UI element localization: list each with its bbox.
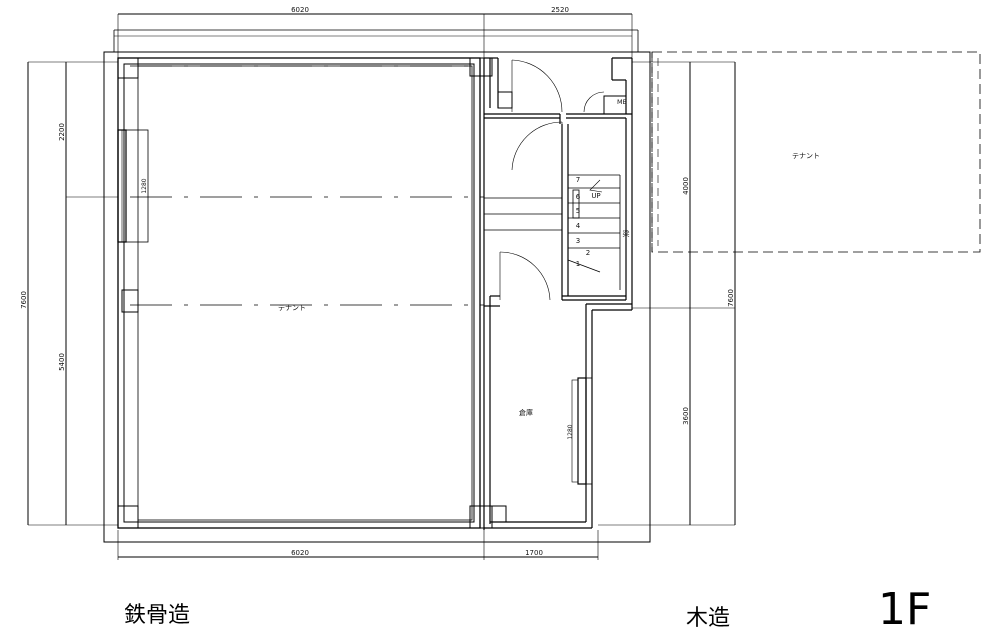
stair-step: 5 [576,207,580,215]
annex-tenant-outline [651,51,981,253]
dim-top-right: 2520 [551,6,569,14]
steel-tenant-wall-outer [117,57,481,529]
room-label-tenant-main: テナント [278,304,306,312]
steel-tenant-wall-inner [123,63,475,523]
window-width-right: 1280 [567,424,574,439]
stair-step: 2 [586,249,590,257]
floor-label: 1F [878,584,931,634]
stair-up-label: UP [591,192,600,200]
window-width-left: 1280 [141,178,148,193]
dim-right-upper: 4000 [682,177,690,195]
stair-step: 6 [576,193,581,201]
dim-right-lower: 3600 [682,407,690,425]
dim-bottom-left: 6020 [291,549,309,557]
dim-bottom-right: 1700 [525,549,543,557]
stair-step: 7 [576,176,580,184]
building-outline [103,51,651,543]
stair-step: 3 [576,237,580,245]
stair-step: 4 [576,222,581,230]
dim-top-left: 6020 [291,6,309,14]
stair-step: 1 [576,260,580,268]
stair-step-numbers: 7 6 5 4 3 2 1 [576,176,590,268]
staircase [484,174,621,290]
dim-left-total: 7600 [20,291,28,309]
wood-walls [483,57,633,530]
dim-left-lower: 5400 [58,353,66,371]
room-label-meter-box: MB [617,98,627,106]
dim-left-upper: 2200 [58,123,66,141]
caption-steel-structure: 鉄骨造 [124,603,190,628]
dim-right-total: 7600 [727,289,735,307]
room-label-storage: 倉庫 [519,408,533,417]
stair-note: 梁 [623,229,630,238]
room-label-tenant-annex: テナント [792,152,820,160]
caption-wood-structure: 木造 [686,606,730,631]
